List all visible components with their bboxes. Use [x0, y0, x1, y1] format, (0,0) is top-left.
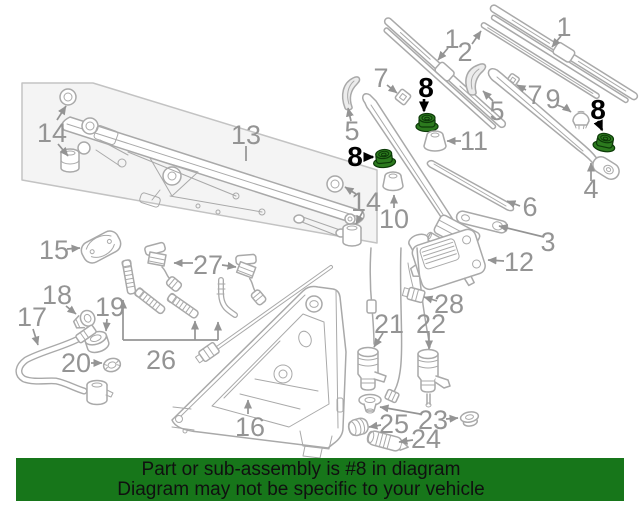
- callout-17: 17: [17, 302, 47, 332]
- callout-11: 11: [460, 126, 488, 156]
- part-bolts-26: [120, 258, 238, 321]
- part-grommet-8-middle: [415, 112, 439, 133]
- callout-26: 26: [146, 345, 176, 375]
- part-grommet-10: [382, 171, 404, 192]
- callout-18: 18: [42, 280, 72, 310]
- part-washer-pump-21: [357, 346, 387, 391]
- callout-4: 4: [583, 174, 598, 204]
- part-arm-cap-5-left: [341, 76, 361, 111]
- part-wiper-blade-1-lower: [383, 17, 507, 130]
- part-bracket-15: [80, 230, 122, 264]
- callout-9: 9: [545, 84, 560, 114]
- callout-22: 22: [416, 309, 446, 339]
- part-harness-cables: [195, 247, 431, 404]
- part-grommet-8-right: [591, 130, 618, 155]
- callout-3: 3: [540, 227, 555, 257]
- callout-13: 13: [231, 120, 261, 150]
- callout-16: 16: [235, 412, 265, 442]
- part-washer-hose-17: [15, 324, 114, 406]
- callout-5: 5: [489, 96, 504, 126]
- callout-2: 2: [457, 37, 472, 67]
- part-grommets-14-right: [326, 175, 362, 247]
- part-wiper-motor-12: [408, 228, 486, 291]
- callout-25: 25: [379, 409, 409, 439]
- part-plug-18: [72, 309, 96, 329]
- callout-19: 19: [95, 292, 125, 322]
- callout-6: 6: [522, 192, 537, 222]
- part-grommet-8-left: [371, 147, 397, 170]
- callout-10: 10: [379, 204, 409, 234]
- callout-arrows: [31, 30, 604, 445]
- part-wiper-blade-1-upper: [489, 4, 639, 104]
- highlight-banner: Part or sub-assembly is #8 in diagram Di…: [16, 458, 624, 501]
- part-grommet-20: [102, 357, 122, 373]
- callout-15: 15: [39, 235, 69, 265]
- part-washer-reservoir-16: [171, 285, 347, 459]
- callout-5: 5: [344, 116, 359, 146]
- part-arm-cap-5-right: [465, 63, 487, 96]
- part-wiper-refill-2: [480, 22, 600, 100]
- callout-20: 20: [61, 348, 91, 378]
- banner-line-1: Part or sub-assembly is #8 in diagram: [141, 459, 461, 480]
- part-linkage-frame-13: [61, 116, 365, 238]
- callout-14: 14: [37, 118, 67, 148]
- callout-8-highlighted: 8: [347, 141, 363, 172]
- callout-27: 27: [193, 250, 223, 280]
- callout-1: 1: [444, 24, 459, 54]
- callout-21: 21: [374, 309, 404, 339]
- part-grommet-23-right: [459, 411, 480, 427]
- callout-28: 28: [434, 289, 464, 319]
- part-cap-25: [347, 417, 369, 437]
- callout-8-highlighted: 8: [590, 94, 606, 125]
- callout-8-highlighted: 8: [418, 72, 434, 103]
- callout-12: 12: [504, 247, 534, 277]
- part-grommet-23-left: [358, 393, 382, 414]
- callout-7: 7: [373, 63, 388, 93]
- part-clip-7-left: [394, 88, 412, 106]
- part-cap-nut-9: [572, 110, 590, 130]
- part-grommet-11: [423, 130, 447, 152]
- callout-1: 1: [556, 12, 571, 42]
- part-level-sensor-24: [366, 430, 409, 452]
- callout-23: 23: [418, 405, 448, 435]
- banner-line-2: Diagram may not be specific to your vehi…: [117, 479, 485, 500]
- callout-24: 24: [411, 424, 441, 454]
- part-wiper-arm-right-4: [487, 67, 620, 180]
- callout-14: 14: [351, 187, 381, 217]
- callout-7: 7: [527, 80, 542, 110]
- part-connector-28: [401, 286, 426, 304]
- part-washer-pump-22: [417, 348, 451, 408]
